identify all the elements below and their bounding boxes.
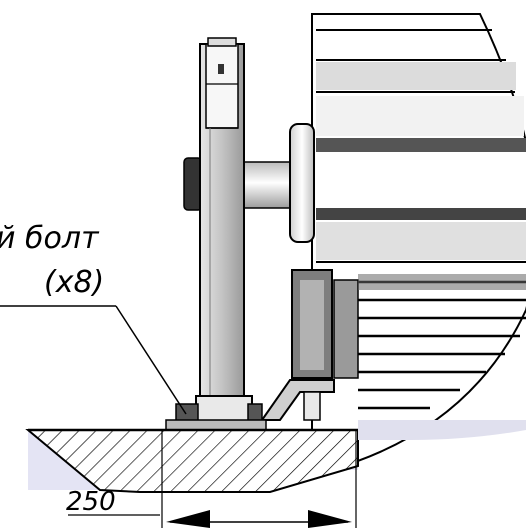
lower-bracket bbox=[260, 269, 526, 421]
dimension-value: 250 bbox=[66, 487, 116, 517]
foundation bbox=[25, 420, 526, 493]
callout-text-line2: (x8) bbox=[44, 265, 104, 300]
drum bbox=[311, 13, 526, 471]
support-post bbox=[199, 37, 245, 405]
base-plate bbox=[165, 395, 267, 431]
callout-text-line1: й болт bbox=[0, 221, 100, 256]
dimension-line bbox=[68, 430, 357, 528]
shaft bbox=[183, 123, 315, 243]
callout-leader bbox=[0, 305, 187, 415]
